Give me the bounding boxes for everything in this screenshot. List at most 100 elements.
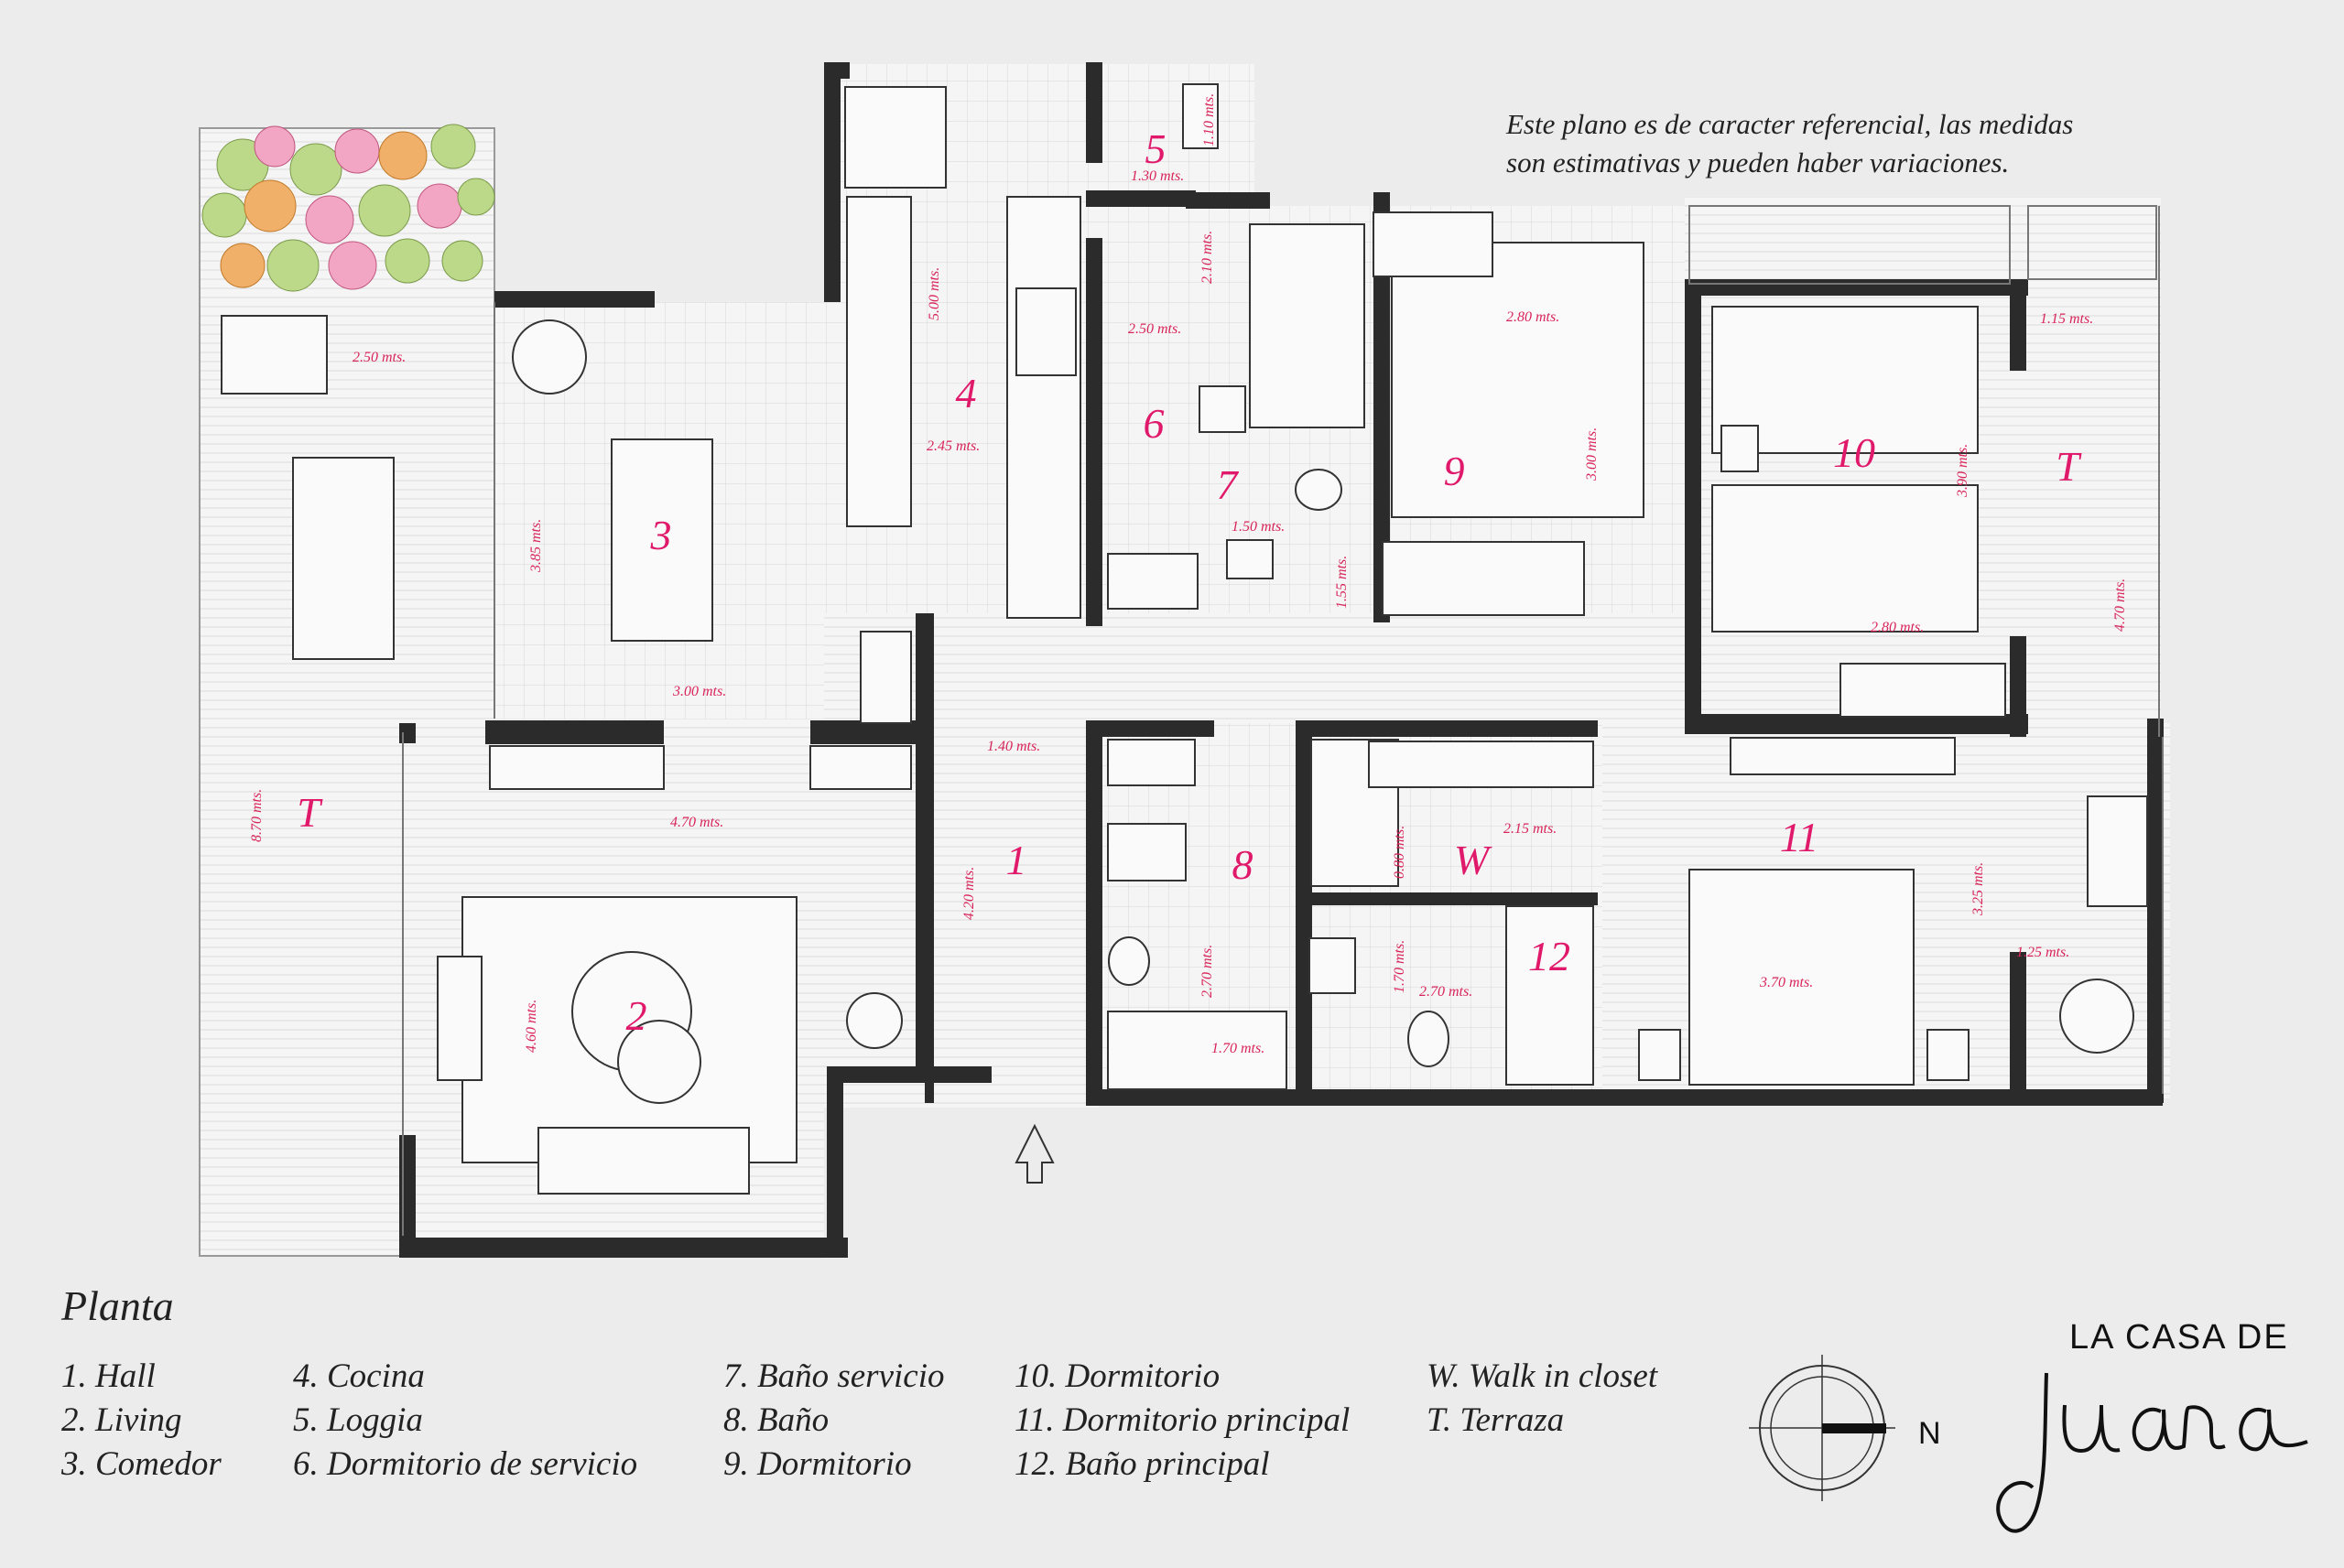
dimension-label: 2.80 mts. [1871, 620, 1924, 635]
dimension-label: 1.40 mts. [987, 739, 1040, 754]
dimension-label: 3.85 mts. [528, 519, 544, 573]
dimension-label: 4.70 mts. [670, 815, 723, 830]
legend-column-3: 7. Baño servicio 8. Baño 9. Dormitorio [723, 1355, 944, 1487]
garden [201, 124, 2134, 1054]
dimension-label: 5.00 mts. [927, 267, 942, 320]
legend-item: 4. Cocina [293, 1357, 425, 1395]
entrance-arrow-icon [1015, 1123, 1055, 1184]
kitchen-counter-right [1006, 196, 1081, 619]
master-nightstand-left [1638, 1029, 1681, 1081]
legend-column-2: 4. Cocina 5. Loggia 6. Dormitorio de ser… [293, 1355, 637, 1487]
closet-9 [1382, 541, 1585, 616]
dimension-label: 4.60 mts. [524, 1000, 539, 1053]
legend-item: 2. Living [61, 1401, 182, 1439]
master-nightstand-right [1926, 1029, 1970, 1081]
dimension-label: 2.50 mts. [1128, 321, 1181, 337]
service-nightstand [1199, 385, 1246, 433]
toilet-7 [1295, 469, 1342, 511]
sink-7 [1226, 539, 1274, 579]
dimension-label: 2.50 mts. [353, 350, 406, 365]
legend-column-4: 10. Dormitorio 11. Dormitorio principal … [1015, 1355, 1350, 1487]
service-bed [1249, 223, 1365, 428]
terrace-right-floor [2014, 206, 2161, 737]
room-label-loggia: 5 [1145, 125, 1167, 172]
disclaimer-note: Este plano es de caracter referencial, l… [1506, 105, 2202, 182]
sofa [537, 1127, 750, 1195]
dimension-label: 2.70 mts. [1199, 945, 1215, 998]
dimension-label: 1.70 mts. [1392, 940, 1407, 993]
legend-item: 5. Loggia [293, 1401, 423, 1439]
sink-12 [1308, 937, 1356, 994]
dimension-label: 2.15 mts. [1503, 821, 1557, 837]
bed-10b [1711, 484, 1979, 633]
legend-column-5: W. Walk in closet T. Terraza [1427, 1355, 1657, 1443]
dimension-label: 1.50 mts. [1232, 519, 1285, 535]
closet-8 [1107, 739, 1196, 786]
room-label-terraza-right: T [2056, 443, 2082, 490]
walls [399, 62, 2164, 1258]
service-closet [1107, 553, 1199, 610]
sink-8 [1107, 823, 1187, 881]
nightstand-10 [1720, 425, 1759, 472]
potted-plant-icon [846, 992, 903, 1049]
legend-item: 6. Dormitorio de servicio [293, 1445, 638, 1483]
dimension-label: 4.20 mts. [961, 867, 977, 920]
toilet-12 [1407, 1011, 1449, 1067]
potted-plant-icon [2059, 979, 2134, 1054]
terrace-chair [221, 315, 328, 395]
legend-item: 1. Hall [61, 1357, 156, 1395]
dimension-label: 1.25 mts. [2016, 945, 2069, 960]
dimension-label: 2.45 mts. [927, 438, 980, 454]
walkin-shelf-top [1368, 741, 1594, 788]
dimension-label: 8.70 mts. [249, 789, 265, 842]
dimension-label: 1.10 mts. [1201, 93, 1217, 146]
legend-item: 12. Baño principal [1015, 1445, 1270, 1483]
legend-item: T. Terraza [1427, 1401, 1565, 1439]
corridor-floor [1099, 613, 1685, 723]
legend-item: 10. Dormitorio [1015, 1357, 1221, 1395]
room-label-living: 2 [626, 992, 647, 1039]
bathtub [1505, 905, 1594, 1086]
room-label-dormitorio-9: 9 [1444, 448, 1465, 494]
dimension-labels: 2.50 mts. 8.70 mts. 3.85 mts. 3.00 mts. 4.70… [249, 93, 2128, 1056]
dining-table [611, 438, 713, 642]
kitchen-stove [1015, 287, 1077, 376]
hall-console [809, 745, 912, 790]
room-label-dormitorio-principal: 11 [1780, 814, 1819, 860]
room-label-bano-servicio: 7 [1217, 461, 1240, 508]
dimension-label: 1.70 mts. [1211, 1041, 1264, 1056]
hall-closet [860, 631, 912, 724]
room-label-bano-principal: 12 [1528, 933, 1570, 979]
note-line-1: Este plano es de caracter referencial, l… [1506, 108, 2074, 140]
dimension-label: 2.10 mts. [1199, 231, 1215, 284]
dimension-label: 3.90 mts. [1955, 444, 1970, 498]
closet-10 [1839, 663, 2006, 718]
dimension-label: 2.80 mts. [1506, 309, 1559, 325]
master-dresser [1730, 737, 1956, 775]
bed-9 [1391, 242, 1644, 518]
room-label-dormitorio-servicio: 6 [1144, 400, 1165, 447]
legend-item: 8. Baño [723, 1401, 830, 1439]
bed-9-pillow-area [1373, 211, 1493, 277]
dimension-label: 4.70 mts. [2112, 579, 2128, 632]
dimension-label: 2.70 mts. [1419, 984, 1472, 1000]
dimension-label: 1.55 mts. [1334, 556, 1350, 609]
desk [2087, 795, 2148, 907]
legend-item: 3. Comedor [61, 1445, 222, 1483]
room-label-hall: 1 [1006, 837, 1027, 883]
room-label-walk-in-closet: W [1454, 837, 1492, 883]
brand-script-logo [1996, 1372, 2308, 1533]
room-label-dormitorio-10: 10 [1833, 429, 1875, 476]
living-console [489, 745, 665, 790]
dimension-label: 1.15 mts. [2040, 311, 2093, 327]
armchair [437, 956, 483, 1081]
bathtub-8 [1107, 1011, 1287, 1090]
loggia-sink [1182, 83, 1219, 149]
dimension-label: 3.00 mts. [672, 684, 726, 699]
dimension-label: 1.30 mts. [1131, 168, 1184, 184]
legend-item: W. Walk in closet [1427, 1357, 1658, 1395]
dimension-label: 3.00 mts. [1584, 427, 1600, 481]
toilet-8 [1108, 936, 1150, 986]
legend-item: 7. Baño servicio [723, 1357, 945, 1395]
